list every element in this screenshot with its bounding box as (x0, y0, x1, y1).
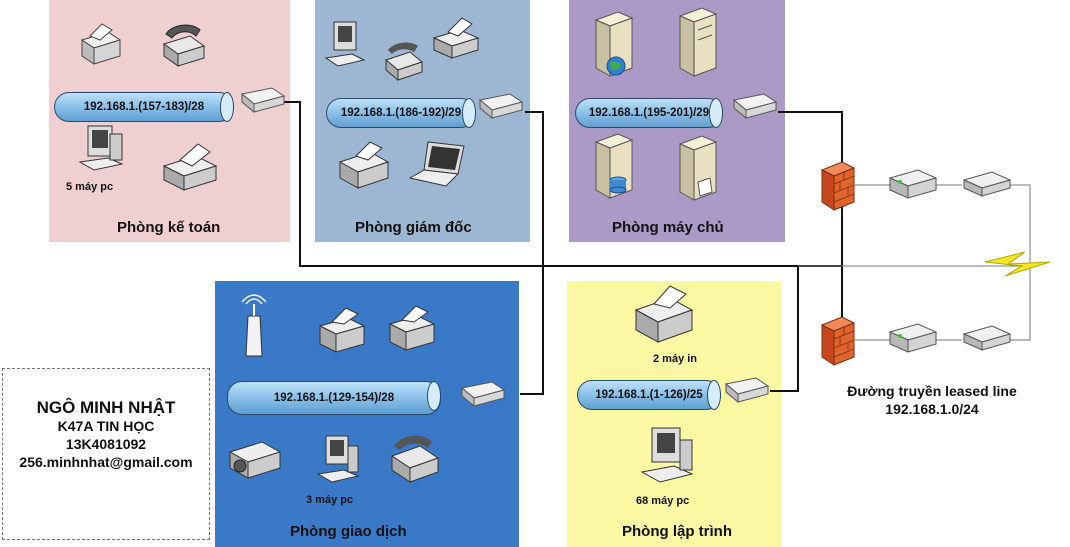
computer-icon (324, 21, 366, 67)
room-title-programming: Phòng lập trình (622, 523, 732, 540)
phone-icon (390, 435, 440, 483)
switch-icon (478, 93, 524, 120)
pc-count-caption: 5 máy pc (66, 181, 114, 193)
bus-transaction: 192.168.1.(129-154)/28 (227, 381, 441, 415)
computer-icon (640, 427, 694, 483)
bus-accounting: 192.168.1.(157-183)/28 (54, 92, 234, 122)
author-name: NGÔ MINH NHẬT (36, 398, 176, 417)
printer-icon (634, 285, 694, 343)
lightning-icon (984, 251, 1051, 277)
fax-icon (432, 17, 480, 59)
server-tower-icon (678, 7, 718, 77)
bus-server: 192.168.1.(195-201)/29 (575, 98, 723, 128)
pc-count-caption: 68 máy pc (636, 495, 690, 507)
fax-icon (162, 143, 218, 191)
wireless-ap-icon (241, 294, 267, 357)
web-server-icon (594, 11, 634, 77)
room-title-accounting: Phòng kế toán (117, 219, 221, 236)
printer-icon (80, 23, 122, 65)
subnet-label: 192.168.1.(1-126)/25 (595, 389, 703, 401)
bus-director: 192.168.1.(186-192)/29 (326, 98, 476, 128)
printer-icon (338, 141, 390, 189)
firewall-icon (820, 316, 856, 366)
computer-icon (78, 125, 124, 171)
fax-icon (388, 305, 436, 351)
router-icon (888, 323, 938, 353)
wan-label: Đường truyền leased line 192.168.1.0/24 (822, 382, 1042, 418)
author-class: K47A TIN HỌC (57, 418, 155, 434)
bus-programming: 192.168.1.(1-126)/25 (577, 380, 721, 410)
computer-icon (316, 435, 360, 483)
printer-count-caption: 2 máy in (653, 353, 698, 365)
switch-icon (240, 87, 286, 114)
modem-icon (962, 171, 1012, 197)
database-server-icon (594, 133, 634, 199)
subnet-label: 192.168.1.(129-154)/28 (273, 392, 395, 404)
phone-icon (162, 24, 206, 67)
author-id: 13K4081092 (65, 436, 147, 452)
wan-subnet: 192.168.1.0/24 (885, 401, 979, 417)
room-title-director: Phòng giám đốc (355, 219, 472, 236)
file-server-icon (678, 135, 718, 201)
switch-icon (724, 377, 770, 404)
laptop-icon (408, 141, 465, 187)
room-title-server: Phòng máy chủ (612, 219, 724, 236)
switch-icon (460, 381, 506, 408)
author-box: NGÔ MINH NHẬT K47A TIN HỌC 13K4081092 25… (2, 368, 210, 540)
phone-icon (384, 42, 424, 82)
switch-icon (732, 93, 778, 120)
subnet-label: 192.168.1.(195-201)/29 (588, 107, 710, 119)
projector-icon (228, 441, 282, 479)
printer-icon (318, 307, 366, 353)
router-icon (888, 169, 938, 199)
room-title-transaction: Phòng giao dịch (290, 523, 407, 540)
firewall-icon (820, 161, 856, 211)
author-email: 256.minhnhat@gmail.com (19, 454, 193, 470)
pc-count-caption: 3 máy pc (306, 494, 354, 506)
modem-icon (962, 325, 1012, 351)
subnet-label: 192.168.1.(157-183)/28 (83, 101, 205, 113)
subnet-label: 192.168.1.(186-192)/29 (340, 107, 462, 119)
wan-name: Đường truyền leased line (847, 383, 1017, 399)
